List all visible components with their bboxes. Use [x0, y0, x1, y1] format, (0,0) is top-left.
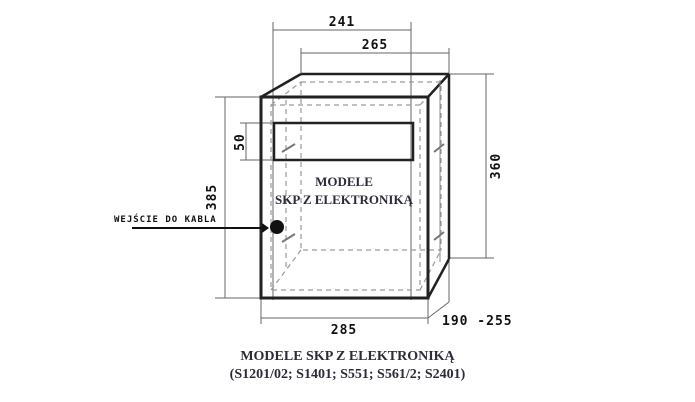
- caption-models: (S1201/02; S1401; S551; S561/2; S2401): [229, 367, 466, 382]
- dim-50: 50: [233, 133, 248, 151]
- dim-360: 360: [489, 153, 504, 179]
- cable-entry-label: WEJŚCIE DO KABLA: [114, 213, 217, 225]
- hinge-marks: [281, 143, 445, 243]
- arrow-head-icon: [262, 223, 269, 233]
- box-label-line1: MODELE: [315, 174, 373, 189]
- dim-285: 285: [331, 323, 357, 338]
- box-label-line2: SKP Z ELEKTRONIKĄ: [275, 192, 414, 207]
- box-back-outline: [260, 72, 451, 299]
- cable-entry-hole: [270, 220, 284, 234]
- box-front: [259, 95, 430, 300]
- dimension-lines: [215, 22, 494, 324]
- dim-depth: 190 -255: [442, 314, 513, 329]
- letter-slot: [272, 121, 415, 162]
- dim-241: 241: [329, 15, 355, 30]
- caption-title: MODELE SKP Z ELEKTRONIKĄ: [240, 349, 455, 364]
- dim-265: 265: [362, 38, 388, 53]
- dim-385: 385: [205, 184, 220, 210]
